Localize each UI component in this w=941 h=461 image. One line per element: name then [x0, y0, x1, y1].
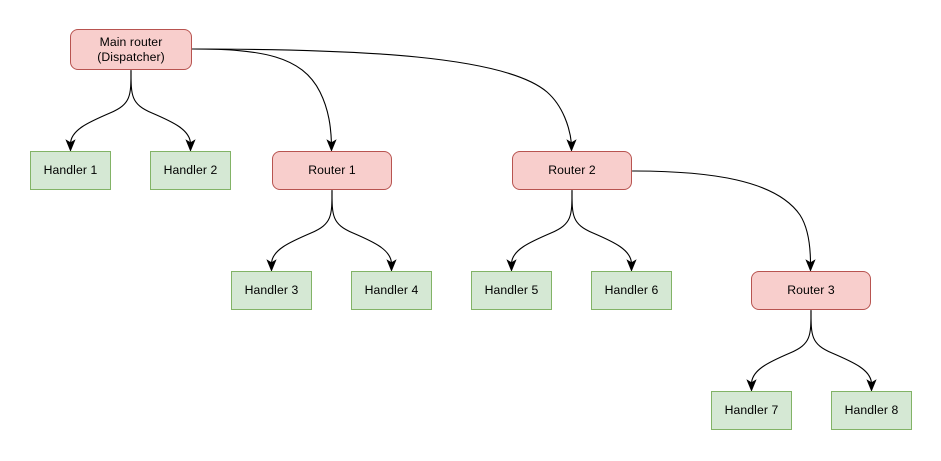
arrowhead-icon: [266, 259, 277, 272]
edge-main-to-handler-2: [130, 69, 196, 152]
arrowhead-icon: [65, 139, 76, 152]
node-label: Handler 8: [844, 403, 899, 418]
arrowhead-icon: [746, 379, 757, 392]
edge-main-to-router-1: [191, 48, 337, 152]
node-main-router[interactable]: Main router (Dispatcher): [70, 29, 192, 70]
arrowhead-icon: [506, 259, 517, 272]
node-router-1[interactable]: Router 1: [272, 151, 392, 190]
edge-main-to-router-2: [191, 48, 577, 152]
edge-router-2-to-handler-6: [571, 189, 637, 272]
node-label: Handler 7: [724, 403, 779, 418]
node-label: Router 2: [548, 163, 596, 178]
node-label: Router 1: [308, 163, 356, 178]
edge-router-3-to-handler-8: [810, 309, 877, 392]
edge-main-to-handler-1: [65, 69, 132, 152]
node-handler-7[interactable]: Handler 7: [711, 391, 792, 430]
node-router-2[interactable]: Router 2: [512, 151, 632, 190]
arrowhead-icon: [386, 259, 397, 272]
node-label: Main router (Dispatcher): [97, 34, 165, 64]
node-label: Handler 2: [163, 163, 218, 178]
arrowhead-icon: [805, 259, 816, 272]
node-handler-4[interactable]: Handler 4: [351, 271, 432, 310]
node-label: Handler 1: [43, 163, 98, 178]
node-handler-3[interactable]: Handler 3: [231, 271, 312, 310]
node-label: Handler 4: [364, 283, 419, 298]
edge-router-2-to-router-3: [631, 170, 816, 272]
arrowhead-icon: [326, 139, 337, 152]
edge-router-2-to-handler-5: [506, 189, 573, 272]
node-handler-1[interactable]: Handler 1: [30, 151, 111, 190]
node-handler-2[interactable]: Handler 2: [150, 151, 231, 190]
node-label: Handler 6: [604, 283, 659, 298]
node-label: Handler 5: [484, 283, 539, 298]
arrowhead-icon: [185, 139, 196, 152]
edge-router-3-to-handler-7: [746, 309, 812, 392]
arrowhead-icon: [566, 139, 577, 152]
edge-router-1-to-handler-3: [266, 189, 333, 272]
node-label: Router 3: [787, 283, 835, 298]
node-label: Handler 3: [244, 283, 299, 298]
arrowhead-icon: [626, 259, 637, 272]
node-handler-6[interactable]: Handler 6: [591, 271, 672, 310]
edge-router-1-to-handler-4: [331, 189, 397, 272]
node-handler-5[interactable]: Handler 5: [471, 271, 552, 310]
node-router-3[interactable]: Router 3: [751, 271, 871, 310]
node-handler-8[interactable]: Handler 8: [831, 391, 912, 430]
arrowhead-icon: [866, 379, 877, 392]
